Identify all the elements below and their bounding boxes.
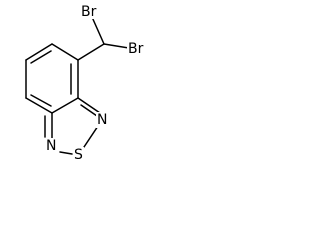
bond-n-top-s	[83, 125, 99, 148]
dibromomethyl-group	[77, 16, 130, 61]
bond-c2-c3	[25, 43, 53, 61]
bond-c1-c2	[51, 43, 79, 61]
bond-ch-br1	[91, 16, 105, 45]
bond-c4-c5	[25, 97, 53, 114]
atom-s: S	[73, 147, 84, 163]
bond-c2-c3-inner	[30, 50, 52, 64]
atom-br2: Br	[127, 41, 147, 57]
atom-label-n-top: N	[97, 112, 107, 128]
atom-label-s: S	[74, 147, 83, 163]
atom-br1: Br	[80, 3, 100, 20]
molecule-structure: Br Br N N S	[25, 3, 147, 163]
atom-n-bottom: N	[45, 138, 57, 154]
bond-ch-br2	[103, 43, 130, 49]
atom-n-top: N	[96, 112, 108, 128]
benzene-ring	[25, 43, 79, 114]
thiadiazole-ring	[44, 97, 101, 155]
bond-c1-ch	[77, 43, 105, 61]
bond-c4-c5-inner	[30, 94, 52, 107]
bond-c6-n-top-inner	[80, 104, 98, 117]
bond-c6-n-top	[77, 97, 101, 114]
bond-c5-c6	[51, 97, 79, 114]
atom-label-br2: Br	[128, 41, 144, 57]
bond-n-bottom-s	[59, 151, 73, 155]
atom-label-br1: Br	[81, 4, 97, 20]
atom-label-n-bottom: N	[46, 138, 56, 154]
